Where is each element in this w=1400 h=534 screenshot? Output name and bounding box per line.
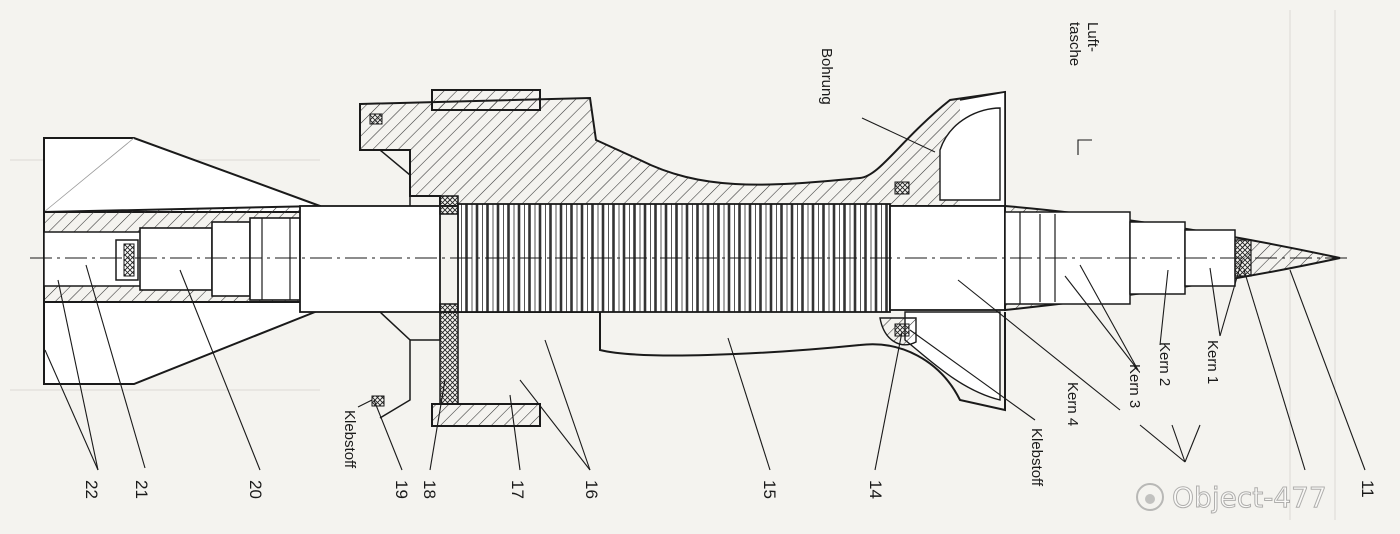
watermark: Object-477 — [1136, 481, 1327, 515]
part-number-18: 18 — [420, 480, 439, 499]
label-kern-2: Kern 2 — [1156, 342, 1173, 386]
tail-sleeve — [43, 204, 441, 313]
label-bohrung: Bohrung — [818, 48, 835, 105]
watermark-text: Object-477 — [1172, 481, 1327, 514]
label-klebstoff-left: Klebstoff — [341, 410, 358, 469]
weibo-logo-icon — [1136, 483, 1164, 511]
part-number-17: 17 — [508, 480, 527, 499]
part-number-11: 11 — [1358, 480, 1377, 498]
part-number-22: 22 — [82, 480, 101, 499]
tail-fin-lower — [43, 301, 321, 385]
label-tasche: tasche — [1066, 22, 1083, 66]
part-number-20: 20 — [246, 480, 265, 499]
obturator-ring — [439, 195, 459, 405]
part-number-21: 21 — [132, 480, 151, 499]
part-numbers: 22 21 20 19 18 17 16 15 14 11 — [82, 480, 1377, 499]
tail-fin-upper — [43, 137, 321, 213]
label-kern-4: Kern 4 — [1064, 382, 1081, 426]
part-number-14: 14 — [866, 480, 885, 499]
leader-lines — [44, 117, 1366, 471]
label-luft: Luft- — [1084, 22, 1101, 52]
part-number-16: 16 — [582, 480, 601, 499]
label-klebstoff-right: Klebstoff — [1028, 428, 1045, 487]
part-number-15: 15 — [760, 480, 779, 499]
part-number-19: 19 — [392, 480, 411, 499]
label-kern-3: Kern 3 — [1126, 364, 1143, 408]
seal-rings — [369, 113, 917, 407]
label-kern-1: Kern 1 — [1204, 340, 1221, 384]
